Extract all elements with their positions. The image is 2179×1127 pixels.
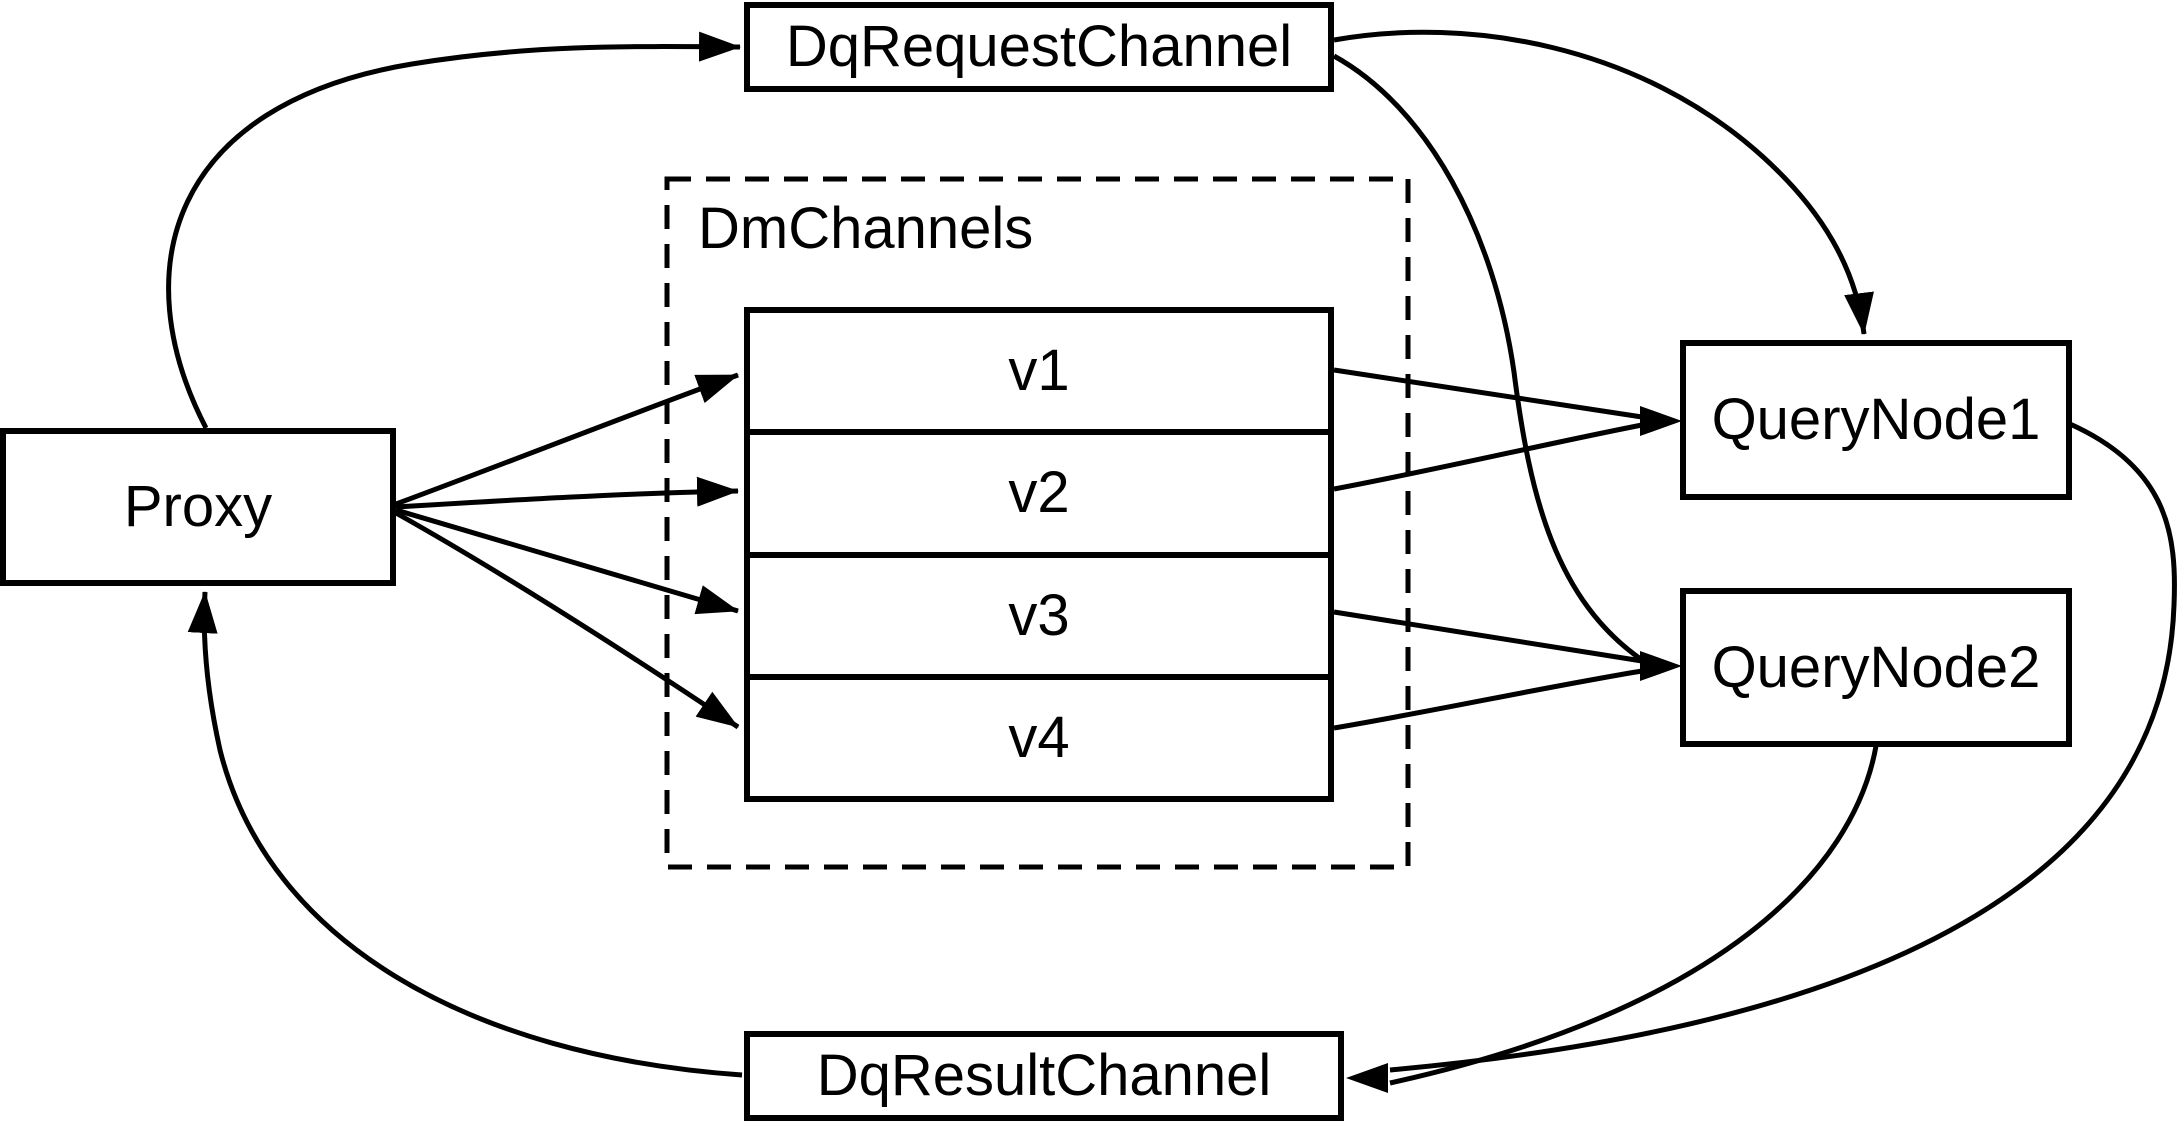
arrowhead-into-querynode2-left	[1640, 651, 1682, 681]
edge-v4-to-querynode2	[1333, 668, 1643, 731]
edge-v2-to-querynode1	[1333, 422, 1643, 492]
edge-dqrequestchannel-to-querynode1	[1333, 29, 1874, 335]
dm-channels-group-border	[664, 176, 1411, 870]
channel-v4-label: v4	[1008, 704, 1070, 770]
arrowhead-into-dqresultchannel-right	[1346, 1063, 1388, 1093]
node-dqresultchannel-label: DqResultChannel	[816, 1043, 1272, 1108]
dm-channels-group-label: DmChannels	[698, 196, 1034, 261]
node-proxy: Proxy	[0, 428, 396, 586]
node-querynode2: QueryNode2	[1680, 588, 2072, 747]
channel-v3-label: v3	[1008, 582, 1070, 648]
edge-proxy-to-v4	[394, 510, 740, 730]
node-dqrequestchannel-label: DqRequestChannel	[785, 14, 1293, 79]
edge-proxy-to-v3	[395, 507, 739, 615]
node-proxy-label: Proxy	[123, 474, 273, 539]
edge-proxy-to-v2	[395, 476, 739, 510]
channel-row-v3: v3	[750, 551, 1328, 674]
edge-querynode2-to-dqresultchannel	[1389, 745, 1879, 1086]
node-querynode1: QueryNode1	[1680, 340, 2072, 500]
channel-row-v1: v1	[750, 313, 1328, 429]
node-querynode2-label: QueryNode2	[1711, 634, 2041, 700]
edge-dqrequestchannel-to-querynode2	[1332, 53, 1644, 663]
edge-dqresultchannel-to-proxy	[187, 591, 743, 1078]
node-dqresultchannel: DqResultChannel	[744, 1031, 1344, 1121]
edge-v1-to-querynode1	[1333, 367, 1643, 420]
arrowhead-into-querynode1-left	[1640, 406, 1682, 436]
channel-v2-label: v2	[1008, 460, 1070, 526]
edge-proxy-to-dqrequestchannel	[166, 31, 741, 430]
channel-row-v4: v4	[750, 673, 1328, 796]
node-dqrequestchannel: DqRequestChannel	[744, 2, 1334, 92]
channel-stack: v1 v2 v3 v4	[744, 307, 1334, 802]
channel-v1-label: v1	[1008, 338, 1070, 404]
edge-v3-to-querynode2	[1333, 609, 1643, 664]
edge-proxy-to-v1	[395, 372, 739, 507]
edge-querynode1-to-dqresultchannel	[1389, 421, 2177, 1073]
channel-row-v2: v2	[750, 429, 1328, 551]
node-querynode1-label: QueryNode1	[1711, 387, 2041, 452]
